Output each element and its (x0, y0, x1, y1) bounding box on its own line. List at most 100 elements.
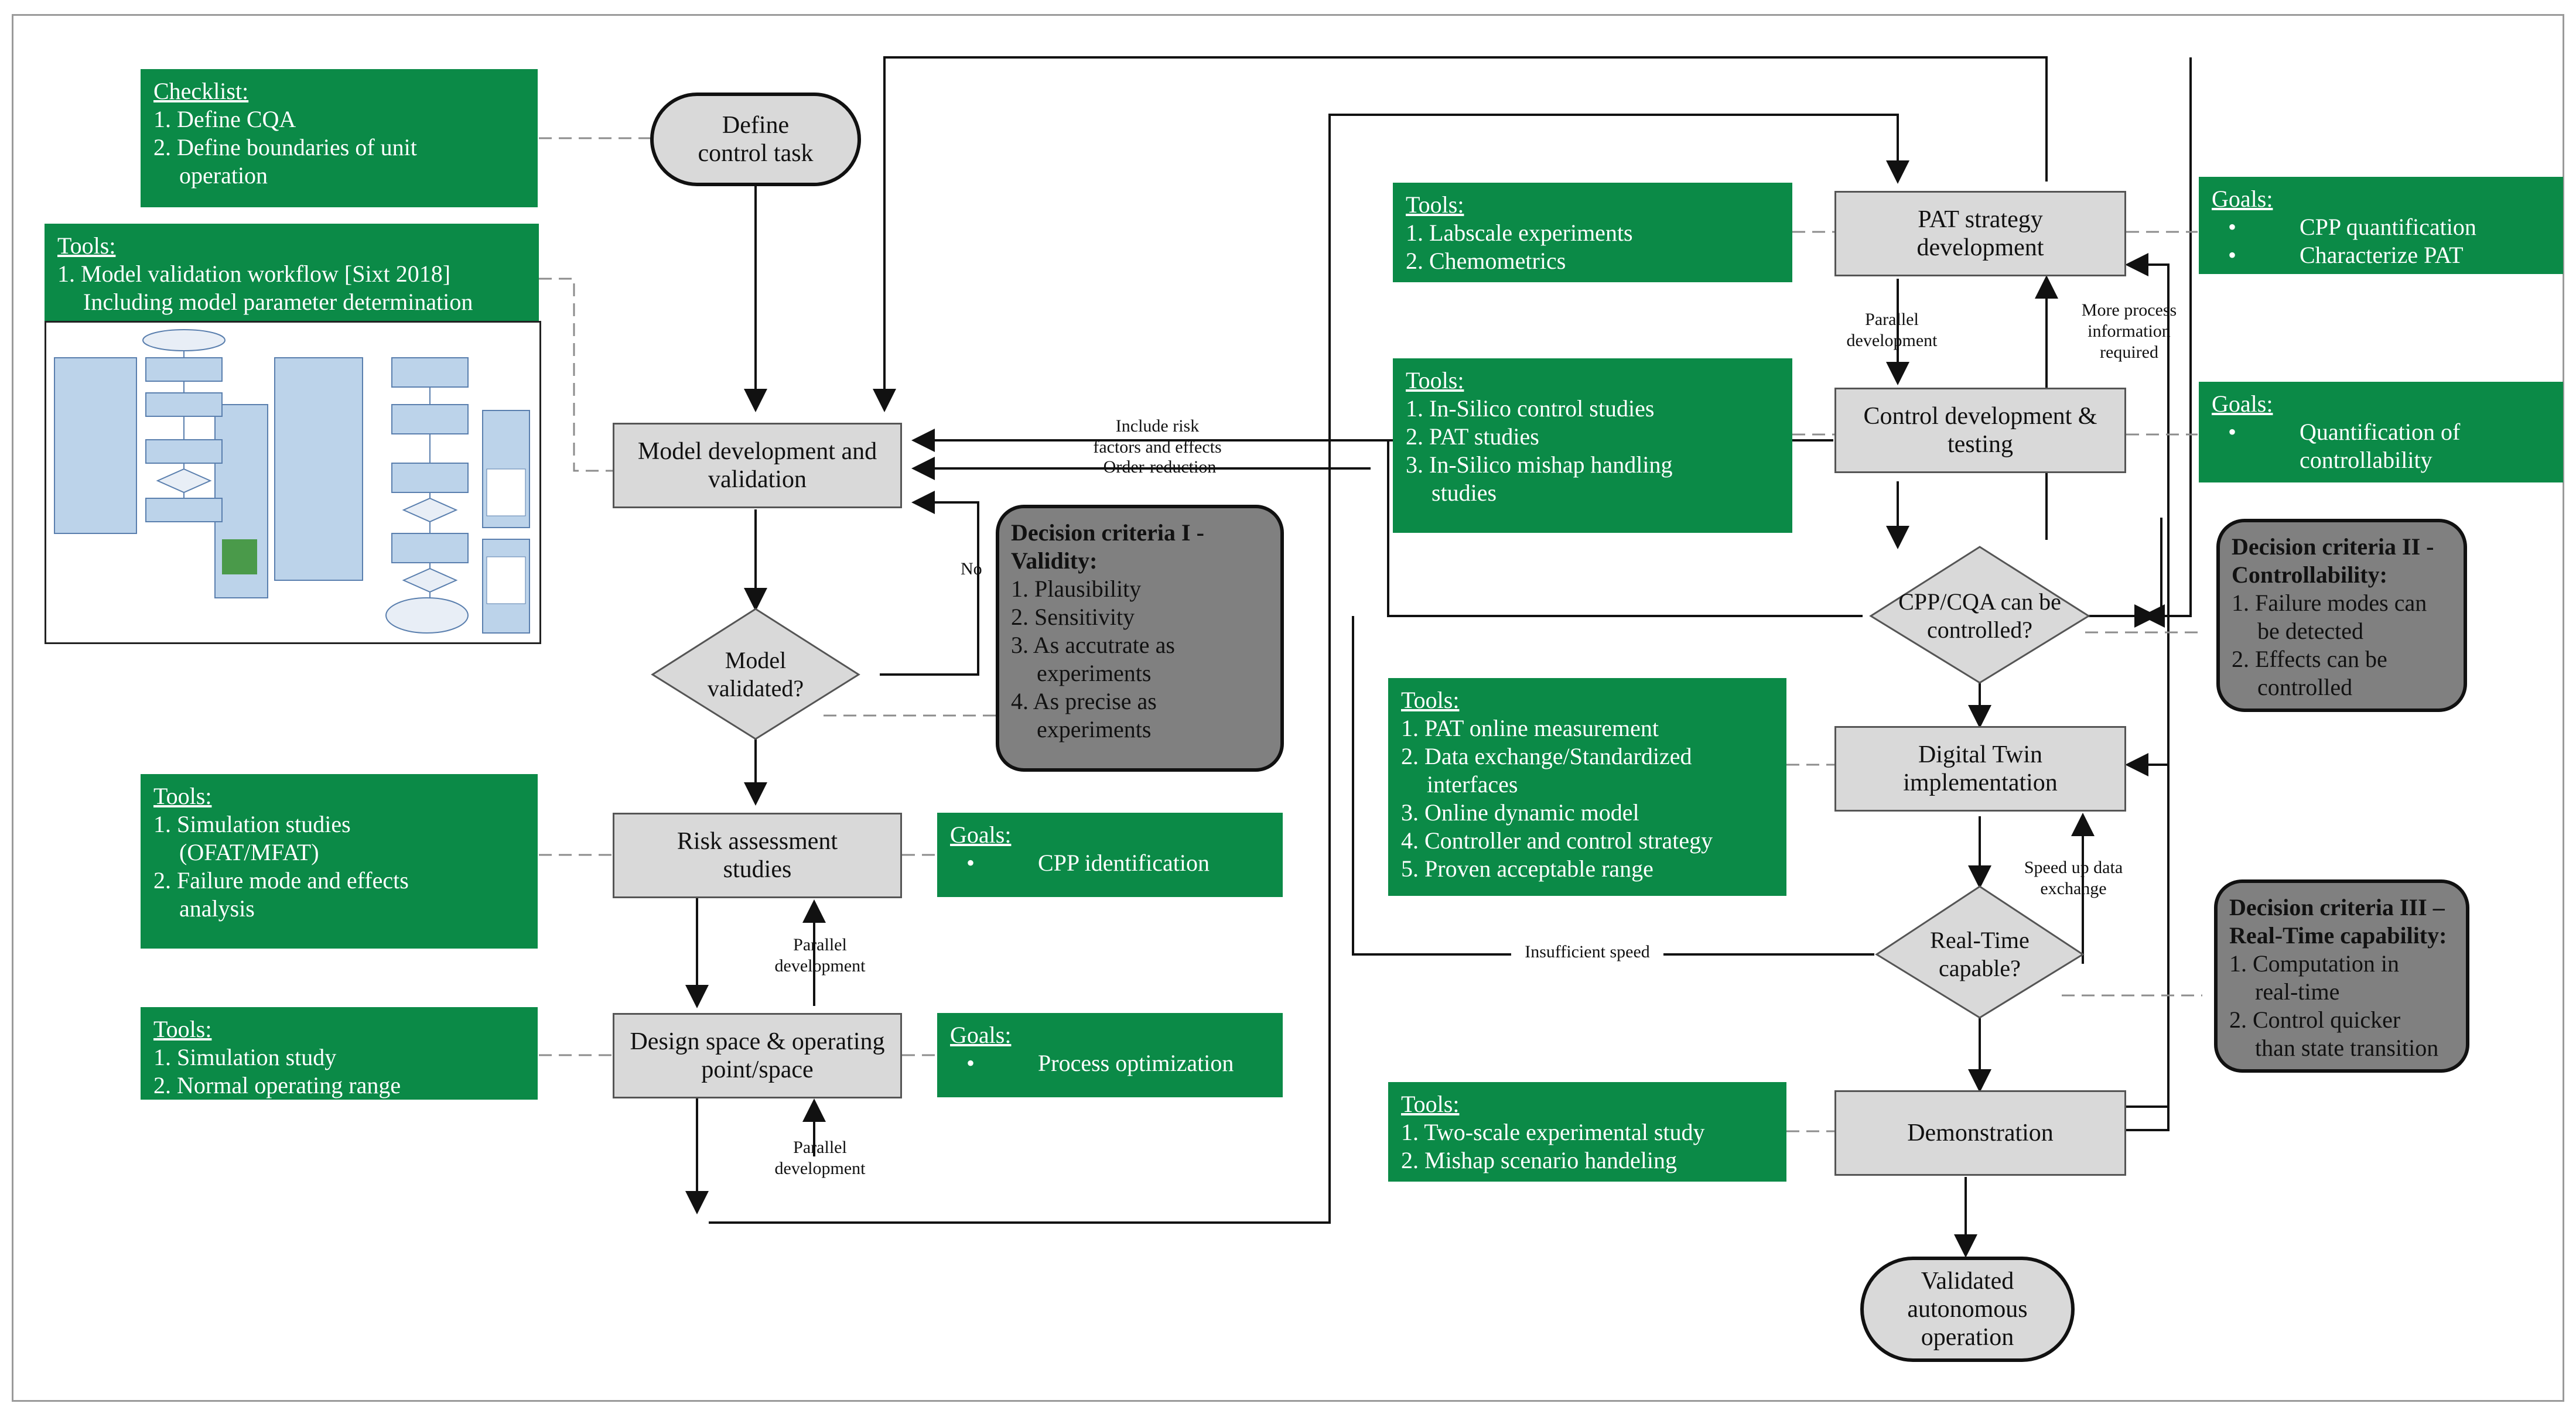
tools-twin-box: Tools: 1. PAT online measurement 2. Data… (1388, 678, 1786, 896)
label-more-info-line: information (2088, 321, 2171, 341)
checklist-box: Checklist: 1. Define CQA 2. Define bound… (141, 69, 538, 207)
diamond-realtime (1875, 885, 2085, 1019)
line-demo-return (2120, 253, 2170, 1131)
goals-pat-box: Goals: CPP quantification Characterize P… (2199, 177, 2563, 274)
label-parallel-risk: Parallel development (761, 935, 879, 977)
line-cpp-feedback (1347, 439, 1863, 617)
goals-pat-title: Goals: (2212, 186, 2273, 212)
label-parallel-right: Parallel development (1839, 309, 1945, 351)
tools-twin-title: Tools: (1401, 687, 1460, 713)
node-design-space-label: Design space & operating point/space (630, 1028, 885, 1083)
tools-twin-item: 5. Proven acceptable range (1401, 855, 1653, 882)
label-parallel-line: Parallel (1865, 310, 1919, 329)
label-parallel-line: Parallel (793, 935, 847, 954)
diamond-model-validated (651, 608, 860, 740)
goals-risk-item: CPP identification (950, 849, 1270, 877)
tools-twin-item: 2. Data exchange/Standardized (1401, 743, 1692, 769)
checklist-item: operation (179, 162, 268, 189)
diagram-frame (12, 14, 2564, 1402)
tools-demo-item: 2. Mishap scenario handeling (1401, 1147, 1677, 1173)
goals-design-title: Goals: (950, 1022, 1012, 1048)
node-validated-operation: Validated autonomous operation (1860, 1257, 2075, 1362)
tools-risk-item: 2. Failure mode and effects (153, 867, 409, 894)
label-include-risk-line: Include risk (1115, 416, 1200, 436)
dc2-title: Decision criteria II - (2232, 533, 2434, 560)
dc1-title: Validity: (1011, 547, 1098, 574)
tools-risk-item: 1. Simulation studies (153, 811, 351, 837)
label-no: No (961, 559, 982, 579)
label-include-risk-line: factors and effects (1093, 437, 1222, 457)
goals-control-item: controllability (2300, 447, 2432, 473)
node-define-task-label: Define control task (698, 112, 814, 167)
node-cpp-cqa: CPP/CQA can be controlled? (1892, 583, 2068, 649)
node-control-development: Control development & testing (1834, 388, 2126, 473)
label-parallel-design: Parallel development (761, 1137, 879, 1179)
label-parallel-line: development (774, 956, 866, 976)
dc1-item: experiments (1037, 660, 1152, 686)
line-insufficient-speed (1352, 616, 1874, 956)
tools-demo-item: 1. Two-scale experimental study (1401, 1119, 1705, 1145)
tools-twin-item: 4. Controller and control strategy (1401, 827, 1713, 854)
node-digital-twin: Digital Twin implementation (1834, 726, 2126, 812)
line-demo-to-twin (2120, 753, 2170, 1108)
workflow-thumbnail (45, 321, 541, 644)
tools-pat-title: Tools: (1406, 191, 1464, 218)
goals-design-box: Goals: Process optimization (937, 1013, 1283, 1097)
label-parallel-line: development (774, 1159, 866, 1178)
label-order-reduction: Order-reduction (1103, 457, 1217, 477)
node-digital-twin-label: Digital Twin implementation (1903, 741, 2058, 796)
dc1-item: 1. Plausibility (1011, 576, 1142, 602)
node-cpp-cqa-label: CPP/CQA can be controlled? (1898, 588, 2061, 643)
tools-design-item: 2. Normal operating range (153, 1072, 401, 1098)
dc1-item: 3. As accutrate as (1011, 632, 1175, 658)
label-speed-up: Speed up data exchange (2009, 857, 2138, 899)
tools-twin-item: 3. Online dynamic model (1401, 799, 1639, 826)
node-realtime-label: Real-Time capable? (1930, 927, 2030, 981)
dc3-item: real-time (2255, 978, 2340, 1005)
tools-risk-box: Tools: 1. Simulation studies (OFAT/MFAT)… (141, 774, 538, 949)
tools-risk-item: (OFAT/MFAT) (179, 839, 319, 865)
tools-risk-item: analysis (179, 895, 255, 922)
tools-demo-box: Tools: 1. Two-scale experimental study 2… (1388, 1082, 1786, 1182)
dc3-item: than state transition (2255, 1035, 2439, 1061)
dc2-title: Controllability: (2232, 562, 2387, 588)
tools-control-box: Tools: 1. In-Silico control studies 2. P… (1393, 358, 1792, 533)
node-define-task: Define control task (650, 93, 861, 186)
decision-criteria-1: Decision criteria I - Validity: 1. Plaus… (996, 505, 1284, 772)
tools-model-item: 1. Model validation workflow [Sixt 2018] (57, 261, 451, 287)
goals-control-title: Goals: (2212, 391, 2273, 417)
line-top-return (873, 56, 2048, 412)
node-control-development-label: Control development & testing (1863, 403, 2097, 458)
tools-model-title: Tools: (57, 232, 116, 259)
dc1-item: 2. Sensitivity (1011, 604, 1135, 630)
decision-criteria-2: Decision criteria II - Controllability: … (2216, 519, 2467, 712)
node-model-development: Model development and validation (613, 423, 902, 508)
goals-pat-item: Characterize PAT (2212, 241, 2550, 269)
tools-model-item: Including model parameter determination (83, 289, 473, 315)
goals-risk-box: Goals: CPP identification (937, 813, 1283, 897)
node-realtime: Real-Time capable? (1904, 924, 2056, 985)
dc3-item: 1. Computation in (2229, 950, 2399, 977)
goals-control-item: Quantification of (2212, 418, 2550, 446)
label-speed-up-line: exchange (2040, 879, 2107, 898)
node-pat-strategy-label: PAT strategy development (1916, 206, 2044, 261)
tools-design-item: 1. Simulation study (153, 1044, 337, 1070)
checklist-item: 1. Define CQA (153, 106, 296, 132)
line-left-bus (1328, 114, 1909, 1090)
tools-model-box: Tools: 1. Model validation workflow [Six… (45, 224, 539, 321)
dash-tools-model (539, 278, 613, 472)
label-insufficient-speed: Insufficient speed (1511, 942, 1663, 963)
workflow-thumbnail-image (54, 329, 530, 634)
node-validated-operation-label: Validated autonomous operation (1907, 1268, 2028, 1351)
label-include-risk: Include risk factors and effects (1081, 416, 1234, 458)
decision-criteria-3: Decision criteria III – Real-Time capabi… (2214, 879, 2469, 1073)
tools-control-item: 3. In-Silico mishap handling (1406, 451, 1673, 478)
label-parallel-line: development (1846, 331, 1938, 350)
goals-control-box: Goals: Quantification of controllability (2199, 382, 2563, 482)
line-bottom-return (709, 1090, 1331, 1224)
goals-risk-title: Goals: (950, 822, 1012, 848)
checklist-item: 2. Define boundaries of unit (153, 134, 417, 160)
tools-twin-item: interfaces (1427, 771, 1518, 798)
node-design-space: Design space & operating point/space (613, 1013, 902, 1098)
